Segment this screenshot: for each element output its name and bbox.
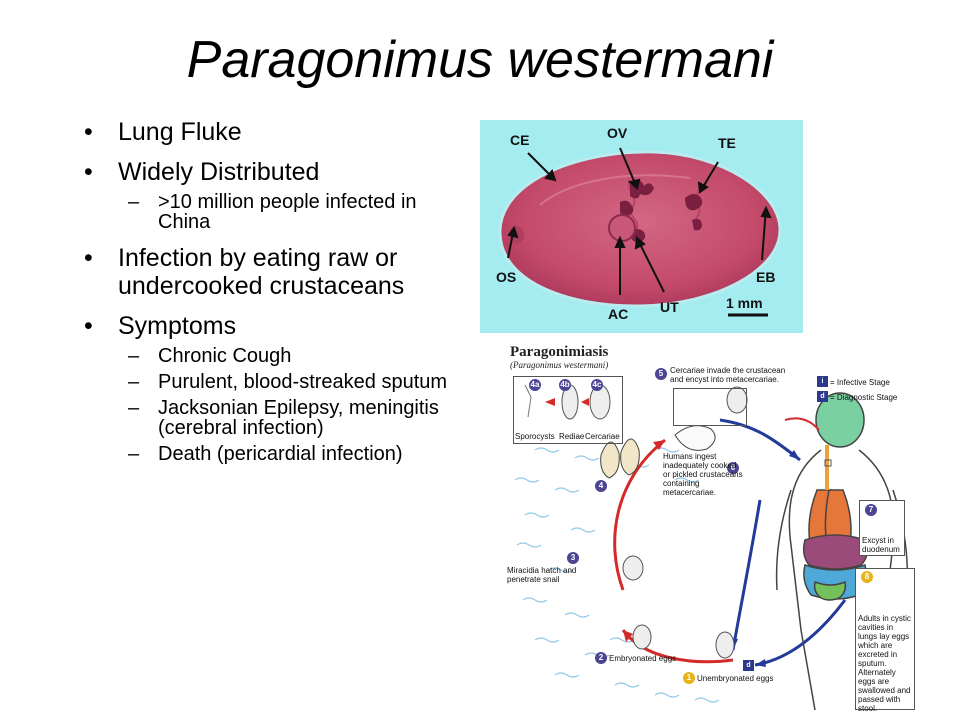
bullet-dash-icon: –: [128, 443, 140, 465]
fluke-micrograph: CE OV TE OS AC UT EB 1 mm: [480, 120, 803, 333]
step-badge-4b: 4b: [559, 379, 571, 391]
step-5-text: Cercariae invade the crustacean and ency…: [670, 366, 786, 384]
bullet-dot-icon: •: [84, 244, 93, 272]
bullet-item: • Lung Fluke: [84, 118, 464, 146]
step-3-text: Miracidia hatch and penetrate snail: [507, 566, 577, 584]
sub-bullet-text: Chronic Cough: [158, 345, 292, 367]
bullet-item: • Infection by eating raw or undercooked …: [84, 244, 464, 300]
bullet-text: Lung Fluke: [118, 118, 242, 146]
label-os: OS: [496, 269, 517, 285]
bullet-dash-icon: –: [128, 397, 140, 419]
label-sporocysts: Sporocysts: [515, 432, 555, 441]
bullet-text: Infection by eating raw or undercooked c…: [118, 244, 405, 300]
label-ov: OV: [607, 125, 628, 141]
bullet-dot-icon: •: [84, 158, 93, 186]
step-badge-4c: 4c: [591, 379, 603, 391]
step-badge-7: 7: [865, 504, 877, 516]
step-badge-2: 2: [595, 652, 607, 664]
label-eb: EB: [756, 269, 776, 285]
legend-infective: = Infective Stage: [830, 378, 890, 387]
label-ac: AC: [608, 306, 629, 322]
lifecycle-drawing: [514, 384, 909, 711]
bullet-text: Widely Distributed: [118, 158, 320, 186]
step-6-text: Humans ingest inadequately cooked or pic…: [663, 452, 743, 497]
sub-bullet-item: –Chronic Cough: [128, 346, 464, 366]
sub-bullet-text: Jacksonian Epilepsy, meningitis (cerebra…: [158, 397, 439, 439]
lifecycle-title: Paragonimiasis: [510, 344, 609, 360]
step-badge-4: 4: [595, 480, 607, 492]
step-2-text: Embryonated eggs: [609, 654, 677, 663]
sub-bullet-item: –Purulent, blood-streaked sputum: [128, 372, 464, 392]
lifecycle-diagram: Paragonimiasis (Paragonimus westermani) …: [505, 340, 920, 715]
infective-stage-icon: i: [817, 376, 828, 387]
diagnostic-stage-icon: d: [817, 391, 828, 402]
step-badge-4a: 4a: [529, 379, 541, 391]
slide-title: Paragonimus westermani: [186, 31, 774, 89]
stage-4-box: [513, 376, 623, 444]
label-ut: UT: [660, 299, 679, 315]
sub-bullet-text: >10 million people infected in China: [158, 191, 417, 233]
bullet-text: Symptoms: [118, 312, 237, 340]
label-rediae: Rediae: [559, 432, 585, 441]
step-8-text: Adults in cystic cavities in lungs lay e…: [858, 614, 911, 713]
step-badge-3: 3: [567, 552, 579, 564]
step-badge-1: 1: [683, 672, 695, 684]
fluke-micrograph-drawing: [480, 120, 803, 333]
sub-bullet-item: –Jacksonian Epilepsy, meningitis (cerebr…: [128, 398, 464, 438]
bullet-dash-icon: –: [128, 371, 140, 393]
step-badge-6: 6: [727, 462, 739, 474]
stage-8-box: [855, 568, 915, 710]
bullet-dot-icon: •: [84, 312, 93, 340]
scale-bar-label: 1 mm: [726, 295, 763, 311]
label-cercariae: Cercariae: [585, 432, 620, 441]
step-1-text: Unembryonated eggs: [697, 674, 774, 683]
step-badge-8: 8: [861, 571, 873, 583]
bullet-dash-icon: –: [128, 191, 140, 213]
bullet-list: •Lung Fluke •Widely Distributed –>10 mil…: [84, 118, 464, 464]
bullet-item: • Widely Distributed: [84, 158, 464, 186]
bullet-item: • Symptoms: [84, 312, 464, 340]
stage-5-box: [673, 388, 747, 426]
lifecycle-subtitle: (Paragonimus westermani): [510, 360, 609, 370]
step-badge-5: 5: [655, 368, 667, 380]
sub-bullet-text: Purulent, blood-streaked sputum: [158, 371, 448, 393]
step-7-text: Excyst in duodenum: [862, 536, 900, 554]
bullet-dot-icon: •: [84, 118, 93, 146]
sub-bullet-text: Death (pericardial infection): [158, 443, 403, 465]
sub-bullet-item: –>10 million people infected in China: [128, 192, 464, 232]
label-te: TE: [718, 135, 736, 151]
bullet-dash-icon: –: [128, 345, 140, 367]
label-ce: CE: [510, 132, 530, 148]
legend-diagnostic: = Diagnostic Stage: [830, 393, 898, 402]
sub-bullet-item: –Death (pericardial infection): [128, 444, 464, 464]
diagnostic-stage-marker-icon: d: [743, 660, 754, 671]
